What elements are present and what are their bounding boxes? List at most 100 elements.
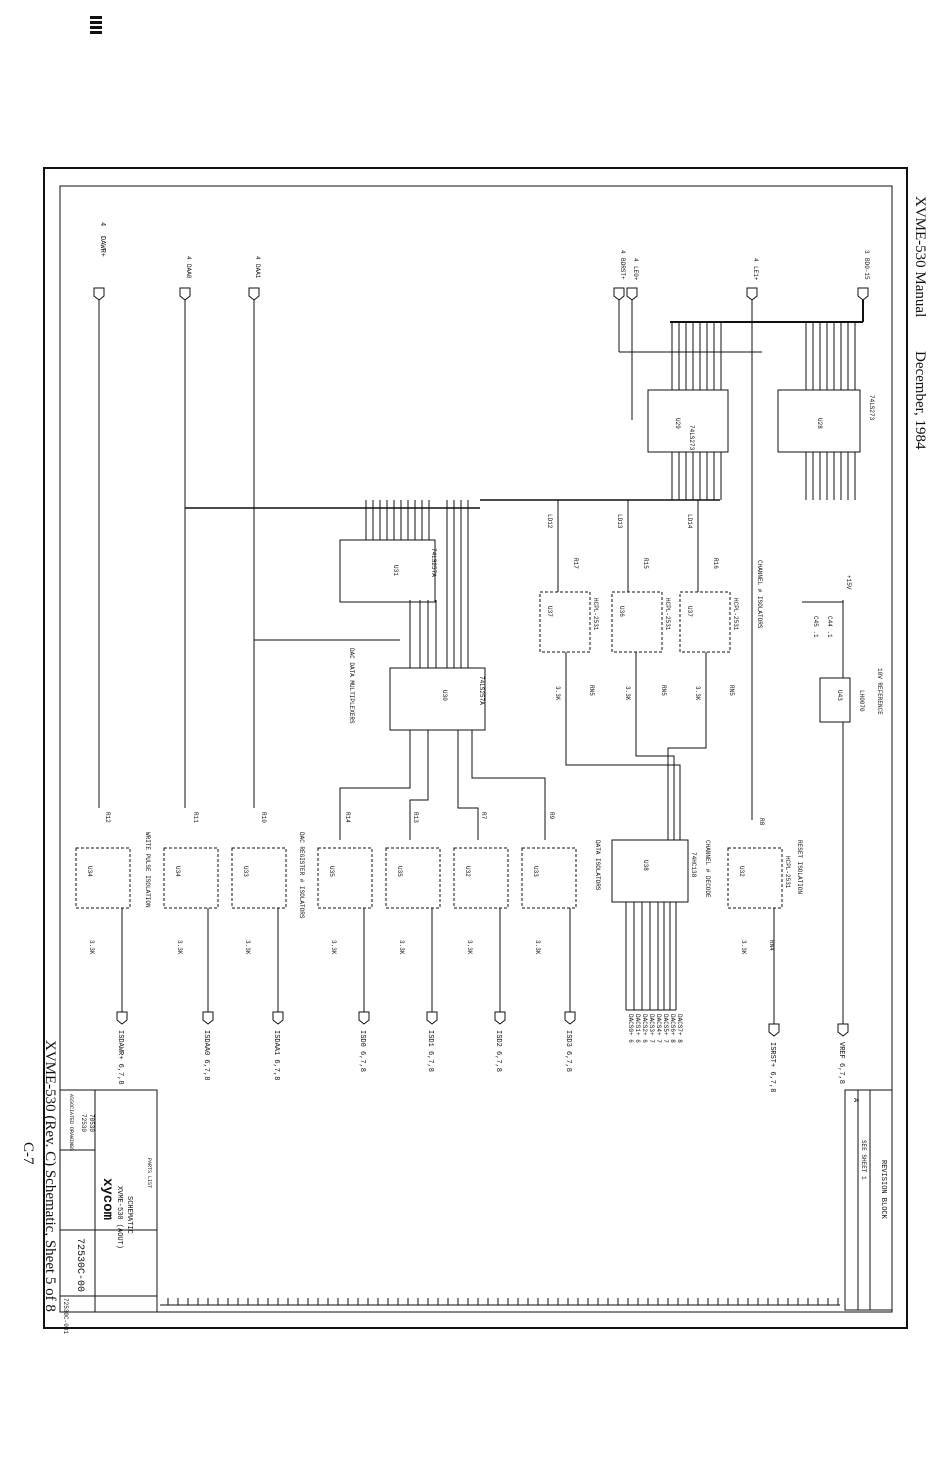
iso-daa0-res: R11 xyxy=(192,812,199,823)
iso-daa1-pullup: 3.3K xyxy=(244,940,251,955)
mux-u31: 74LS257A U31 xyxy=(339,539,437,603)
drawing-number-short: 72530C-001 xyxy=(62,1298,69,1334)
iso-d0-res: R14 xyxy=(344,812,351,823)
input-daa0-label: DAA0 xyxy=(185,264,192,279)
isolator-top-2-net: LD13 xyxy=(616,514,623,529)
company-logo: xycom xyxy=(99,1178,115,1220)
decoder-ref: U38 xyxy=(642,860,649,871)
iso-d0-out: ISD0 6,7,8 xyxy=(358,1030,366,1072)
isolator-top-2-rn: RN5 xyxy=(660,685,667,696)
parts-list: PARTS LIST xyxy=(146,1158,152,1188)
dacs-labels: DACS7+ 8 DACS6+ 8 DACS5+ 7 DACS4+ 7 DACS… xyxy=(627,1014,683,1043)
iso-d1-ref: U35 xyxy=(396,866,403,877)
next-assy-number: 70530 xyxy=(88,1114,95,1132)
dacs-0: DACS0+ 6 xyxy=(627,1014,634,1043)
frame-inner xyxy=(59,185,893,1313)
isolator-top-2-res: R15 xyxy=(642,558,649,569)
isolator-top-1-rn: RN5 xyxy=(588,685,595,696)
isolator-top-2-ref: U36 xyxy=(618,606,625,617)
reference-part: LH0070 xyxy=(858,690,865,712)
iso-d2: U32 R7 3.3K ISD2 6,7,8 xyxy=(453,812,509,1072)
u29-outputs xyxy=(671,452,722,500)
mux-u30-inputs xyxy=(409,500,469,668)
iso-d2-pullup: 3.3K xyxy=(466,940,473,955)
iso-daa1-ref: U33 xyxy=(242,866,249,877)
isolator-top-1-part: HCPL-2531 xyxy=(592,598,599,631)
dac-register-label: DAC REGISTER # ISOLATORS xyxy=(298,832,305,919)
decoder-part: 74HC138 xyxy=(690,852,697,878)
isolator-top-1-pullup: 3.3K xyxy=(554,686,561,701)
input-daa0-sheet: 4 xyxy=(185,256,192,260)
input-le1 xyxy=(746,287,758,820)
reference-ref: U43 xyxy=(836,690,843,701)
input-daa1-label: DAA1 xyxy=(254,264,261,279)
mux-u30: 74LS257A U30 xyxy=(389,667,486,731)
isolator-top-3-pullup: 3.3K xyxy=(694,686,701,701)
reset-isolation-res: R8 xyxy=(758,818,765,826)
iso-d3: U33 R9 3.3K ISD3 6,7,8 xyxy=(521,812,577,1072)
iso-dawr-res: R12 xyxy=(104,812,111,823)
iso-dawr-pullup: 3.3K xyxy=(88,940,95,955)
input-labels: 4 DAWR+ 4 DAA0 4 DAA1 4 BDRST+ 4 LE0+ 4 … xyxy=(98,222,870,281)
decoder-label: CHANNEL # DECODE xyxy=(704,840,711,898)
input-bdrst-sheet: 4 xyxy=(619,250,626,254)
latch-u28: 74LS273 U28 xyxy=(777,389,875,453)
reset-isolation-ref: U32 xyxy=(738,866,745,877)
revision-block: REVISION BLOCK A SEE SHEET 1 xyxy=(844,1089,893,1311)
reference-label: 10V REFERENCE xyxy=(876,668,883,715)
latch-u29-ref: U29 xyxy=(674,418,681,429)
reference-cap-1: C45 .1 xyxy=(812,616,819,638)
figure-caption: XVME-530 (Rev. C) Schematic, Sheet 5 of … xyxy=(42,1040,58,1312)
iso-daa0: U34 R11 3.3K ISDAA0 6,7,8 xyxy=(163,812,219,1080)
iso-d3-ref: U33 xyxy=(532,866,539,877)
iso-d1-pullup: 3.3K xyxy=(398,940,405,955)
dacs-7: DACS7+ 8 xyxy=(676,1014,683,1043)
mux-outputs xyxy=(339,730,546,840)
iso-daa0-out: ISDAA0 6,7,8 xyxy=(202,1030,210,1080)
input-bd-label: BD0-15 xyxy=(863,258,870,280)
dacs-5: DACS5+ 7 xyxy=(662,1014,669,1043)
iso-dawr: U34 R12 3.3K ISDAWR+ 6,7,8 xyxy=(75,812,131,1085)
reset-isolation-out: ISRST+ 6,7,8 xyxy=(768,1042,776,1092)
iso-daa1-out: ISDAA1 6,7,8 xyxy=(272,1030,280,1080)
iso-dawr-out: ISDAWR+ 6,7,8 xyxy=(116,1030,124,1085)
isolator-top-2-pullup: 3.3K xyxy=(624,686,631,701)
iso-d1-res: R13 xyxy=(412,812,419,823)
subtitle-text: XVME-530 (AOUT) xyxy=(115,1186,123,1249)
isolator-top-3-net: LD14 xyxy=(686,514,693,529)
input-le1-sheet: 4 xyxy=(752,258,759,262)
isolator-top-1-net: LD12 xyxy=(546,514,553,529)
iso-daa0-ref: U34 xyxy=(174,866,181,877)
revision-description: SEE SHEET 1 xyxy=(860,1140,867,1180)
zone-ticks xyxy=(160,1298,840,1306)
frame-outer xyxy=(43,167,908,1329)
iso-d3-res: R9 xyxy=(548,812,555,820)
bd-fanout xyxy=(671,322,856,390)
iso-d1-out: ISD1 6,7,8 xyxy=(426,1030,434,1072)
input-dawr xyxy=(93,287,105,808)
iso-d0: U35 R14 3.3K ISD0 6,7,8 xyxy=(317,812,373,1072)
iso-dawr-ref: U34 xyxy=(86,866,93,877)
input-bd-sheet: 3 xyxy=(863,250,870,254)
dacs-2: DACS2+ 6 xyxy=(641,1014,648,1043)
dacs-4: DACS4+ 7 xyxy=(655,1014,662,1043)
input-daa1 xyxy=(248,287,260,808)
isolator-top-2-part: HCPL-2531 xyxy=(664,598,671,631)
latch-u28-ref: U28 xyxy=(816,418,823,429)
dacs-6: DACS6+ 8 xyxy=(669,1014,676,1043)
u28-outputs xyxy=(805,452,856,500)
channel-isolators-label: CHANNEL # ISOLATORS xyxy=(756,560,763,629)
reference-supply: +15V xyxy=(845,575,852,590)
mux-u31-ref: U31 xyxy=(392,565,399,576)
revision-letter: A xyxy=(851,1098,859,1103)
dacs-3: DACS3+ 7 xyxy=(648,1014,655,1043)
latch-u28-part: 74LS273 xyxy=(868,395,875,421)
input-le0 xyxy=(626,287,638,420)
iso-d3-pullup: 3.3K xyxy=(534,940,541,955)
iso-d2-out: ISD2 6,7,8 xyxy=(494,1030,502,1072)
iso-d0-ref: U35 xyxy=(328,866,335,877)
assy-number: 72530 xyxy=(80,1114,87,1132)
isolator-top-3-ref: U37 xyxy=(686,606,693,617)
isolator-top-3: HCPL-2531 U37 R16 LD14 RN5 3.3K xyxy=(667,500,739,840)
